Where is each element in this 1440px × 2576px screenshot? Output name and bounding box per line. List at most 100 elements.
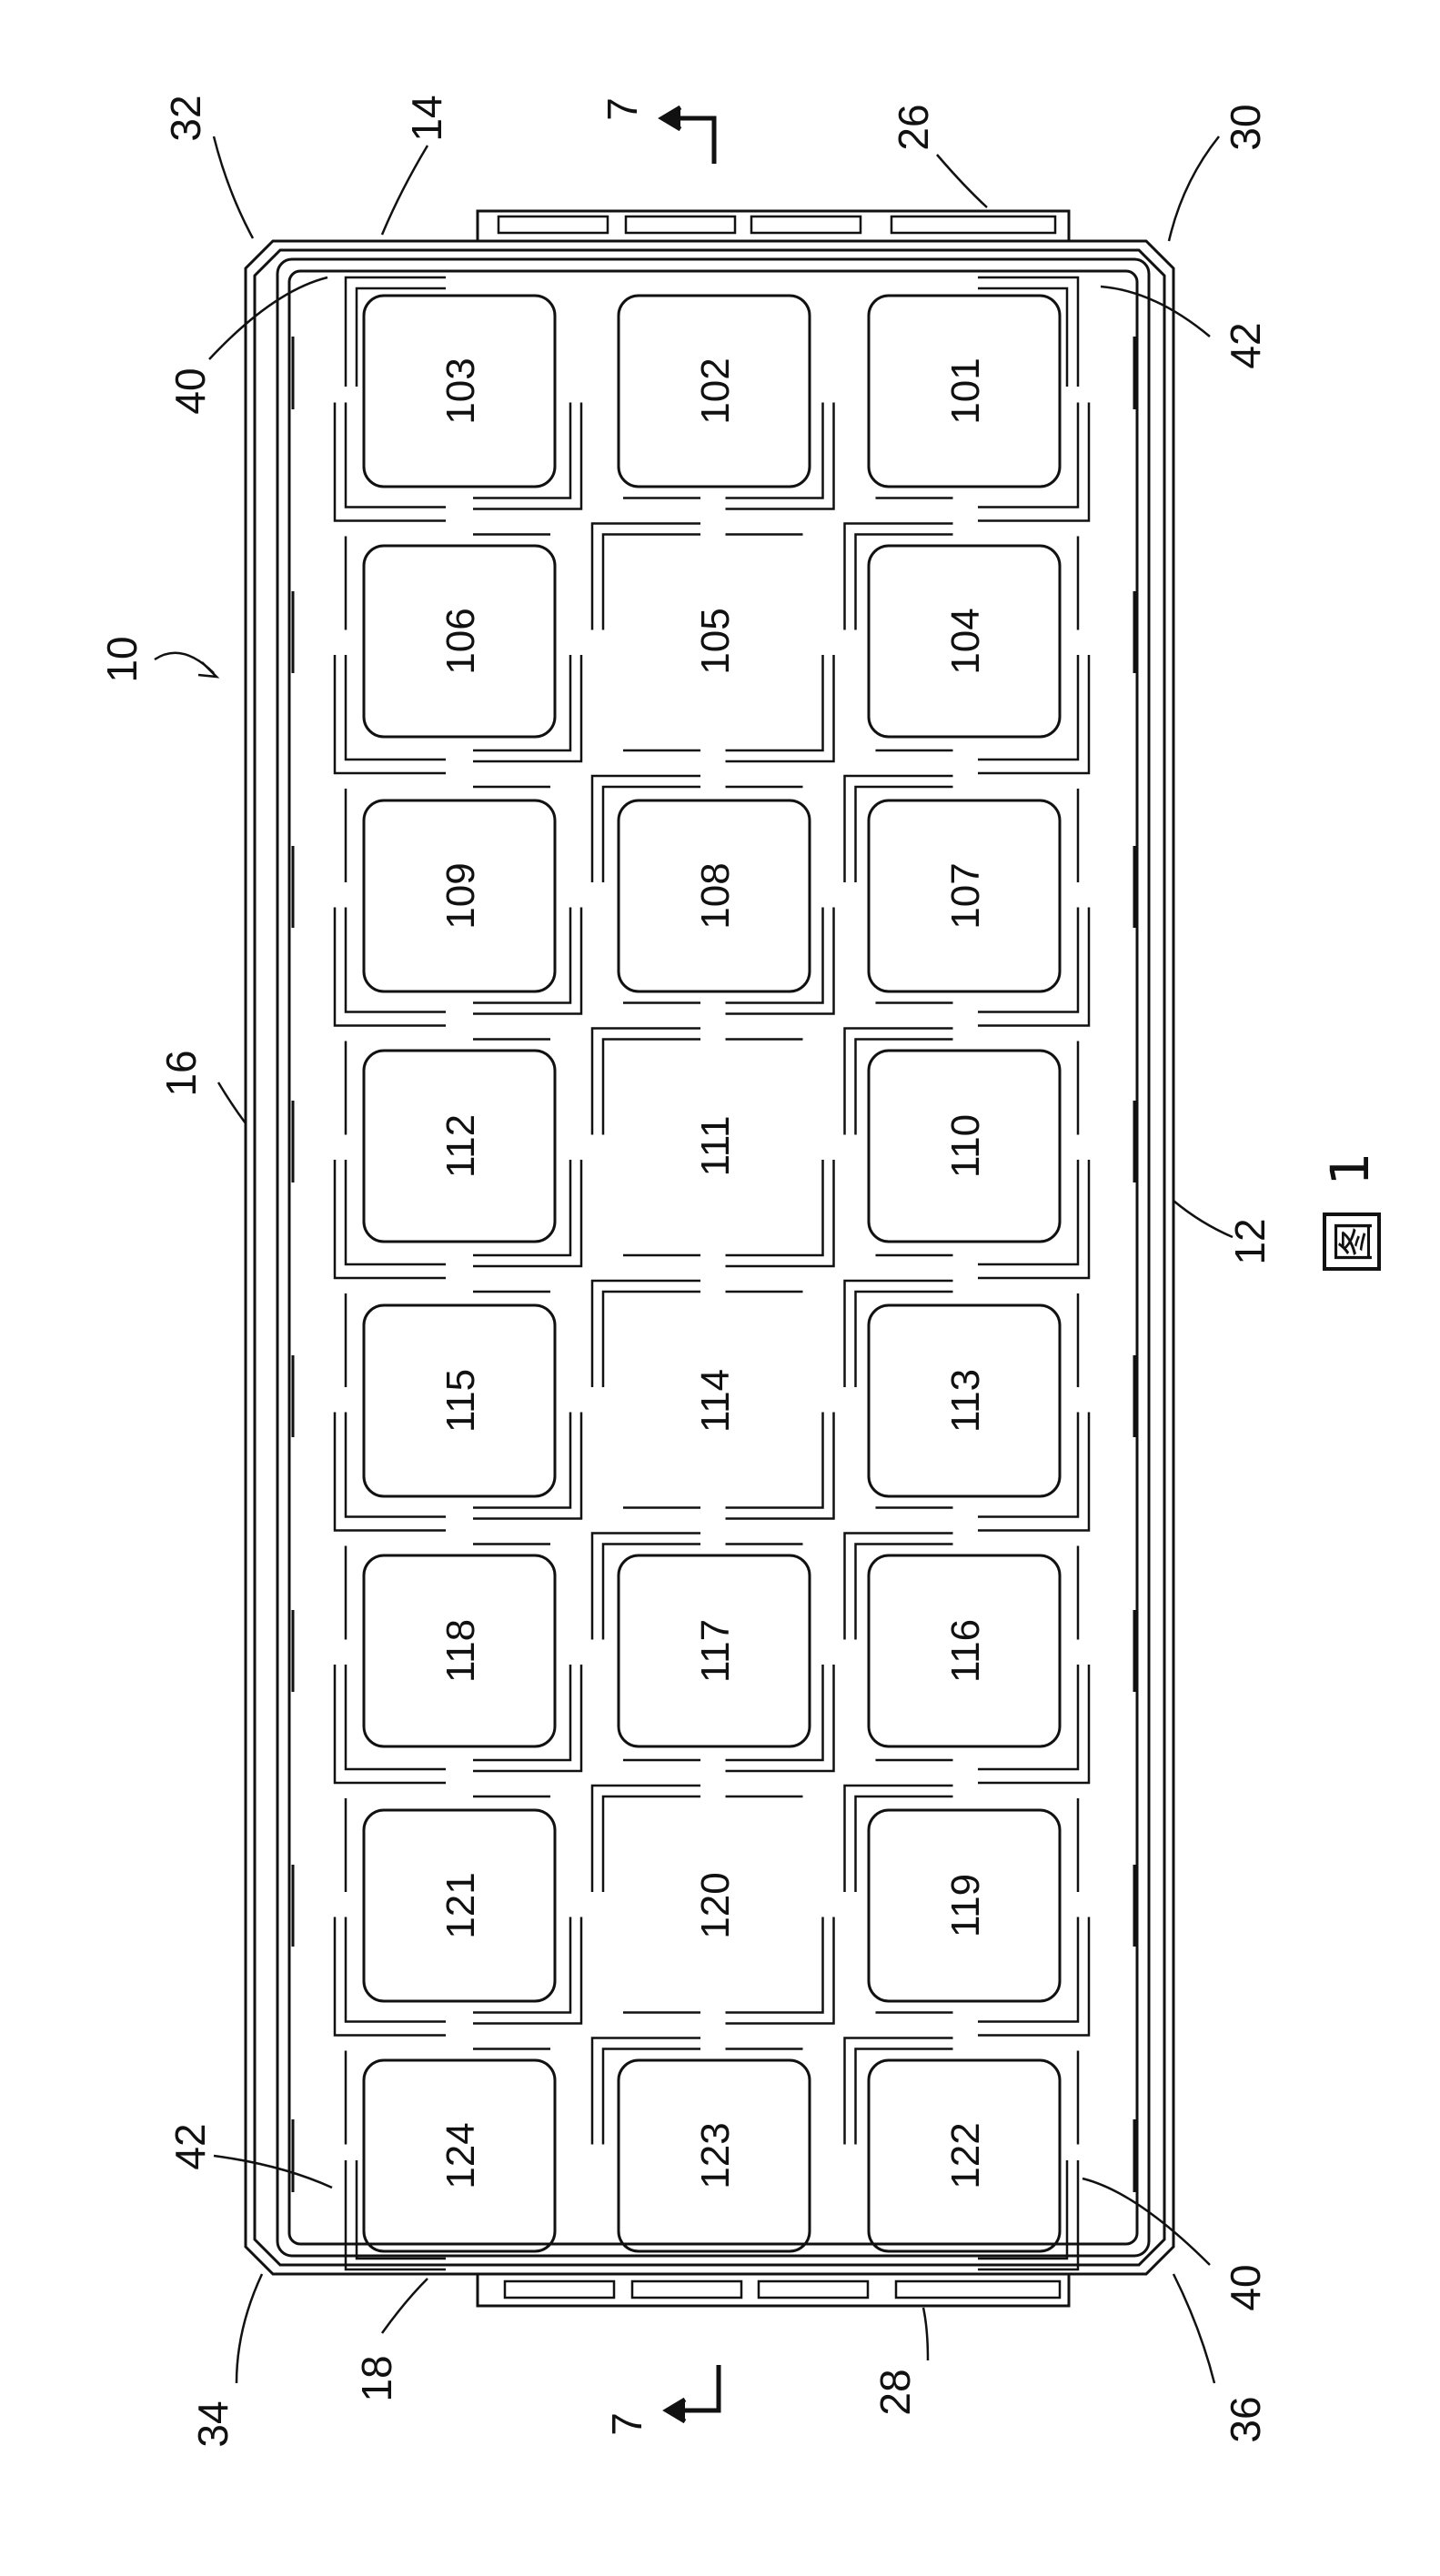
cell-label-111: 111 [693, 1116, 738, 1177]
pocket-106 [362, 544, 557, 739]
cell-label-115: 115 [438, 1369, 483, 1433]
leader-36 [1172, 2273, 1216, 2384]
ref-28: 28 [871, 2369, 919, 2415]
tab-slot [630, 2279, 743, 2299]
cross-separator [725, 1917, 953, 2145]
bottom-tab [476, 2274, 1071, 2308]
cell-label-106: 106 [438, 608, 483, 674]
cell-label-108: 108 [693, 862, 738, 929]
pocket-107 [867, 799, 1062, 993]
pocket-112 [362, 1049, 557, 1243]
leader-10-arrow [197, 661, 220, 679]
leader-40-bottom [1082, 2177, 1211, 2266]
cell-label-123: 123 [693, 2122, 738, 2189]
figure-caption: 图 1 [1319, 1152, 1381, 1271]
caption-char-box [1323, 1213, 1381, 1271]
cell-label-117: 117 [693, 1619, 738, 1683]
edge-separator [978, 402, 1091, 630]
section-arrow-bottom [673, 2365, 721, 2413]
tab-slot [497, 215, 609, 235]
cell-label-118: 118 [438, 1619, 483, 1683]
edge-separator [978, 655, 1091, 882]
cross-separator [725, 655, 953, 882]
figure-title-number: 1 [1319, 1152, 1381, 1186]
pocket-115 [362, 1303, 557, 1498]
cell-label-110: 110 [943, 1114, 988, 1178]
leader-42-bottom [213, 2154, 333, 2189]
tray-inner-wall [276, 257, 1151, 2258]
cell-label-101: 101 [943, 357, 988, 424]
ref-42-bottom: 42 [166, 2123, 214, 2169]
cell-label-116: 116 [943, 1619, 988, 1683]
cross-separator [725, 1160, 953, 1387]
edge-separator [333, 402, 446, 630]
cross-separator [473, 1412, 700, 1640]
pocket-102 [617, 294, 811, 488]
corner-bracket [978, 2160, 1080, 2271]
ref-30: 30 [1222, 104, 1269, 150]
pocket-101 [867, 294, 1062, 488]
ref-18: 18 [353, 2355, 400, 2401]
ref-10: 10 [98, 636, 146, 682]
figure-title-char: 图 [1329, 1221, 1378, 1263]
tab-slot [757, 2279, 870, 2299]
cell-label-121: 121 [438, 1872, 483, 1938]
edge-separator [978, 1917, 1091, 2145]
cross-separator [725, 1412, 953, 1640]
edge-separator [333, 907, 446, 1135]
corner-bracket [978, 276, 1080, 387]
edge-separator [333, 1160, 446, 1387]
edge-separator [333, 1917, 446, 2145]
edge-separator [978, 1160, 1091, 1387]
cell-label-104: 104 [943, 608, 988, 674]
leader-26 [936, 154, 988, 208]
ref-16: 16 [157, 1050, 205, 1096]
pocket-118 [362, 1554, 557, 1748]
edge-separator [978, 1412, 1091, 1640]
edge-separator [978, 907, 1091, 1135]
leader-12 [1173, 1200, 1234, 1239]
ref-34: 34 [189, 2400, 237, 2447]
pocket-108 [617, 799, 811, 993]
section-arrows [658, 105, 721, 2424]
leader-42-top [1100, 285, 1211, 337]
pocket-103 [362, 294, 557, 488]
ref-36: 36 [1222, 2396, 1269, 2442]
cell-label-103: 103 [438, 357, 483, 424]
top-tab-slots [497, 215, 1057, 235]
leader-32 [212, 136, 255, 239]
cell-label-119: 119 [943, 1874, 988, 1937]
cell-label-109: 109 [438, 862, 483, 929]
tab-slot [750, 215, 862, 235]
cell-label-112: 112 [438, 1114, 483, 1178]
ref-14: 14 [403, 95, 450, 141]
corner-bracket [344, 2160, 446, 2271]
cell-labels: 1011021031041051061071081091101111121131… [438, 357, 988, 2189]
leader-16 [217, 1082, 247, 1124]
pocket-104 [867, 544, 1062, 739]
leader-10 [154, 651, 215, 674]
section-label-top: 7 [599, 97, 646, 121]
pocket-109 [362, 799, 557, 993]
leader-30 [1167, 136, 1220, 242]
top-tab [476, 209, 1071, 241]
tab-slot [890, 215, 1057, 235]
edge-separator [333, 655, 446, 882]
ref-42-top: 42 [1222, 322, 1269, 368]
edge-separator [333, 1412, 446, 1640]
edge-separator [333, 1665, 446, 1892]
tray-floor-edge [287, 269, 1139, 2246]
leader-28 [921, 2307, 930, 2361]
cross-separator [473, 1917, 700, 2145]
tab-slot [894, 2279, 1062, 2299]
pocket-121 [362, 1808, 557, 2003]
cross-separator [725, 402, 953, 630]
cross-separator [725, 907, 953, 1135]
ref-40-bottom: 40 [1222, 2264, 1269, 2310]
cell-label-105: 105 [693, 608, 738, 674]
pocket-124 [362, 2058, 557, 2253]
pocket-117 [617, 1554, 811, 1748]
ref-12: 12 [1226, 1218, 1274, 1264]
leader-lines [154, 136, 1234, 2384]
tray-rim [253, 248, 1166, 2267]
